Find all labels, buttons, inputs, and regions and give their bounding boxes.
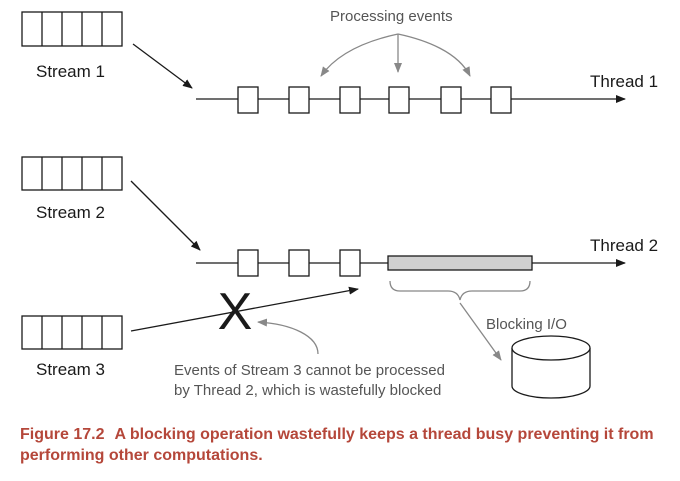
blocked-x-mark: X <box>218 283 253 341</box>
stream-3-arrow <box>130 286 359 332</box>
stream-1-queue <box>21 11 123 47</box>
event-box <box>440 86 462 114</box>
event-box <box>490 86 512 114</box>
event-box <box>388 86 410 114</box>
event-box <box>288 86 310 114</box>
blocked-note-arrow <box>257 318 319 355</box>
blocked-note-line-1: Events of Stream 3 cannot be processed <box>174 362 445 379</box>
blocked-note-line-2: by Thread 2, which is wastefully blocked <box>174 382 441 399</box>
blocking-io-label: Blocking I/O <box>486 316 567 333</box>
stream-1-label: Stream 1 <box>36 62 105 81</box>
database-icon <box>511 335 591 399</box>
event-box <box>237 86 259 114</box>
event-box <box>237 249 259 277</box>
thread-1-events <box>237 86 512 114</box>
thread-2-label: Thread 2 <box>590 236 658 255</box>
processing-events-label: Processing events <box>330 8 453 25</box>
thread-1-label: Thread 1 <box>590 72 658 91</box>
processing-events-arrows <box>320 33 471 77</box>
stream-2-arrow <box>130 180 201 251</box>
figure-number: Figure 17.2 <box>20 426 105 443</box>
stream-3-queue <box>21 315 123 350</box>
blocking-io-arrow <box>459 302 502 361</box>
thread-2-events <box>237 249 361 277</box>
event-box <box>339 86 361 114</box>
stream-2-queue <box>21 156 123 191</box>
blocking-io-brace <box>389 280 531 301</box>
stream-2-label: Stream 2 <box>36 203 105 222</box>
stream-1-arrow <box>132 43 193 89</box>
caption-text: A blocking operation wastefully keeps a … <box>20 426 654 464</box>
stream-3-label: Stream 3 <box>36 360 105 379</box>
blocking-io-bar <box>387 255 533 271</box>
event-box <box>288 249 310 277</box>
event-box <box>339 249 361 277</box>
